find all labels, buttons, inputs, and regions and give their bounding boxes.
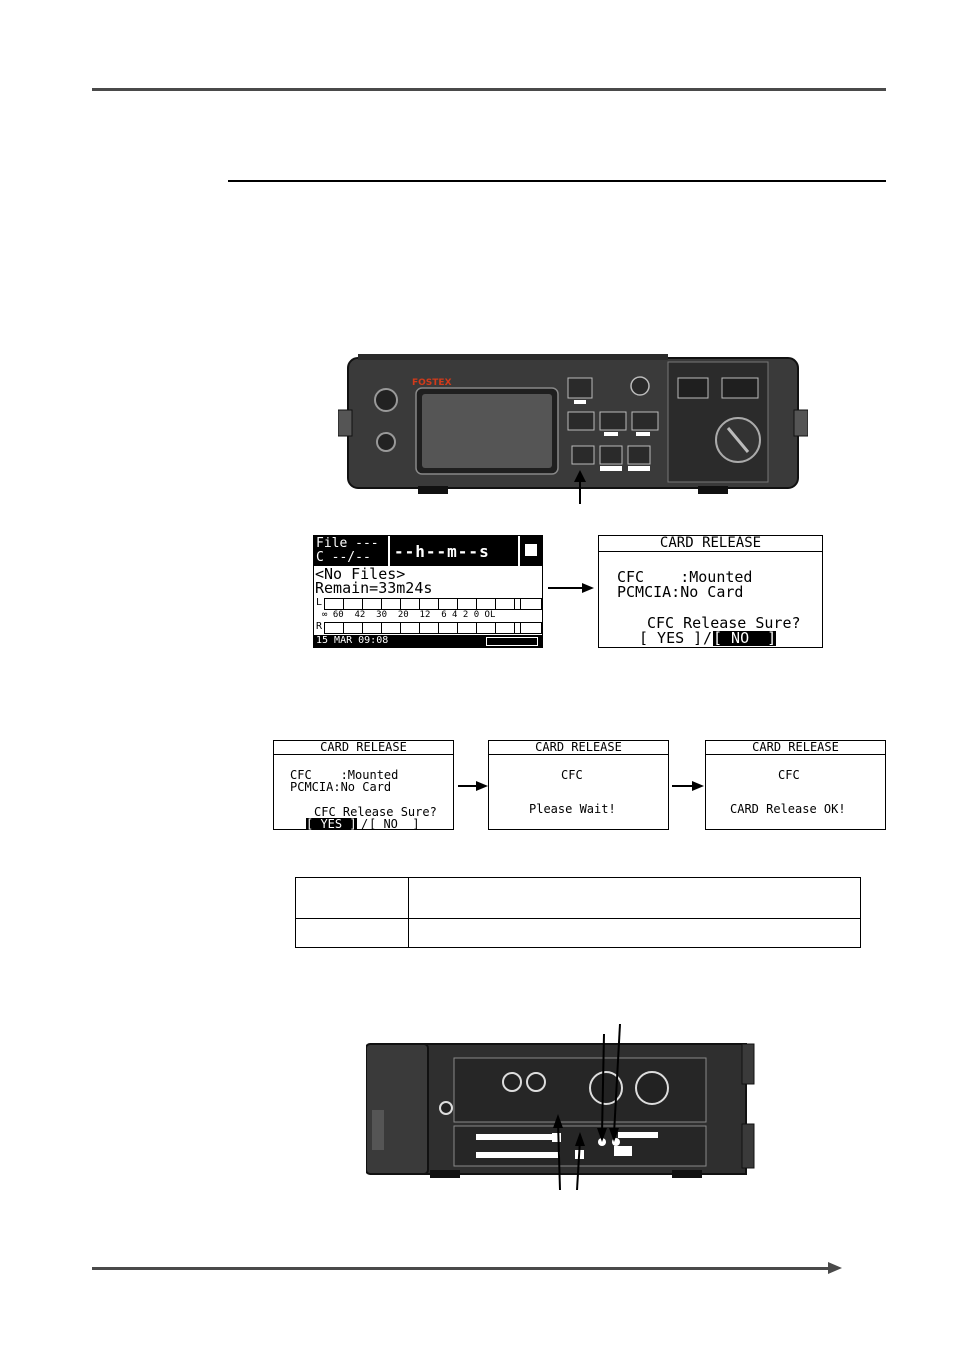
device-rear-illustration bbox=[366, 1043, 755, 1178]
device-front-illustration: FOSTEX bbox=[338, 354, 808, 494]
meter-left-label: L bbox=[316, 597, 323, 608]
release-ok-cfc: CFC bbox=[778, 768, 800, 782]
no-option[interactable]: [ NO ] bbox=[713, 629, 777, 647]
top-rule bbox=[92, 88, 886, 91]
bottom-rule bbox=[92, 1267, 830, 1270]
meter-right-label: R bbox=[316, 621, 323, 632]
pcmcia-status: PCMCIA:No Card bbox=[617, 583, 744, 601]
flow-arrow-2 bbox=[458, 785, 478, 787]
yes-selected-pcmcia-status: PCMCIA:No Card bbox=[290, 780, 392, 794]
eject-pointer-arrow-icon bbox=[553, 1114, 563, 1128]
yes-selected-title: CARD RELEASE bbox=[274, 741, 453, 755]
battery-icon bbox=[486, 637, 538, 646]
time-display: --h--m--s bbox=[394, 542, 490, 562]
yes-selected-no-option[interactable]: [ NO ] bbox=[369, 817, 420, 831]
indicator-table bbox=[295, 877, 861, 948]
yes-selected-yes-option[interactable]: [ YES ] bbox=[306, 817, 357, 831]
please-wait-cfc: CFC bbox=[561, 768, 583, 782]
flow-arrow-3 bbox=[672, 785, 694, 787]
yes-selected-screen: CARD RELEASE CFC :Mounted PCMCIA:No Card… bbox=[273, 740, 454, 830]
release-question: CFC Release Sure? bbox=[647, 614, 801, 632]
release-ok-title: CARD RELEASE bbox=[706, 741, 885, 755]
meter-peak-left bbox=[520, 598, 542, 610]
key-pointer-arrow-icon bbox=[574, 470, 586, 504]
status-screen: File --- C --/-- --h--m--s <No Files> Re… bbox=[313, 535, 543, 648]
meter-peak-right bbox=[520, 622, 542, 634]
date-time: 15 MAR 09:08 bbox=[316, 635, 389, 647]
flow-arrow-3-head-icon bbox=[692, 781, 704, 791]
meter-bar-left bbox=[324, 598, 521, 610]
please-wait-title: CARD RELEASE bbox=[489, 741, 668, 755]
eject-2-pointer-arrow-icon bbox=[575, 1132, 585, 1146]
release-prompt-title: CARD RELEASE bbox=[599, 536, 822, 552]
table-row-divider bbox=[296, 918, 860, 919]
meter-scale: ∞ 60 42 30 20 12 6 4 2 0 OL bbox=[322, 610, 496, 620]
section-rule bbox=[228, 180, 886, 182]
option-separator: / bbox=[703, 629, 713, 647]
remain-text: Remain=33m24s bbox=[315, 579, 433, 597]
meter-bar-right bbox=[324, 622, 521, 634]
flow-arrow-2-head-icon bbox=[476, 781, 488, 791]
file-line-2: C --/-- bbox=[316, 550, 371, 565]
no-files-text: <No Files> bbox=[315, 565, 406, 583]
yes-selected-question: CFC Release Sure? bbox=[314, 805, 437, 819]
pcmcia-pointer-arrow-icon bbox=[609, 1128, 619, 1142]
stop-icon bbox=[525, 544, 537, 556]
cfc-status: CFC :Mounted bbox=[617, 568, 753, 586]
next-page-arrow-icon bbox=[828, 1262, 842, 1274]
please-wait-message: Please Wait! bbox=[529, 802, 616, 816]
release-ok-message: CARD Release OK! bbox=[730, 802, 846, 816]
release-ok-screen: CARD RELEASE CFC CARD Release OK! bbox=[705, 740, 886, 830]
table-column-divider bbox=[408, 878, 409, 947]
cfc-pointer-arrow-icon bbox=[597, 1128, 607, 1142]
brand-logo: FOSTEX bbox=[412, 378, 452, 388]
flow-arrow-1-head-icon bbox=[582, 583, 594, 593]
please-wait-screen: CARD RELEASE CFC Please Wait! bbox=[488, 740, 669, 830]
file-line-1: File --- bbox=[316, 536, 379, 551]
release-prompt-screen: CARD RELEASE CFC :Mounted PCMCIA:No Card… bbox=[598, 535, 823, 648]
yes-selected-separator: / bbox=[361, 817, 369, 831]
flow-arrow-1 bbox=[548, 587, 584, 589]
rear-pointer-arrows bbox=[553, 1023, 621, 1191]
yes-option[interactable]: [ YES ] bbox=[639, 629, 703, 647]
yes-selected-cfc-status: CFC :Mounted bbox=[290, 768, 399, 782]
